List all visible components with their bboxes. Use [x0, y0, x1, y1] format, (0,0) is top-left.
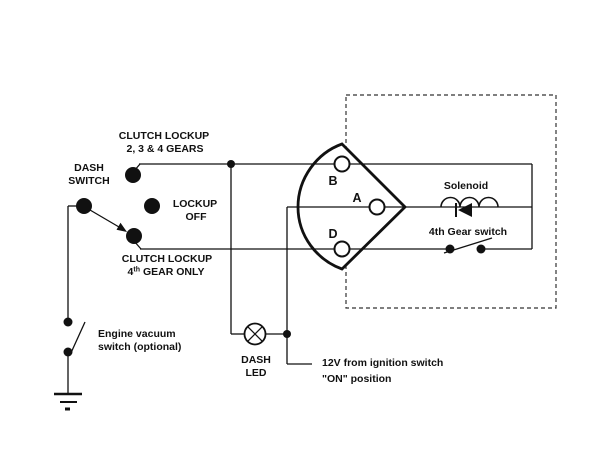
vacuum-switch-lever: [69, 321, 86, 356]
label-engine-vacuum-line2: switch (optional): [98, 341, 181, 353]
selector-arrow-shaft: [89, 209, 120, 228]
label-solenoid: Solenoid: [444, 180, 488, 192]
junction-led-12v: [283, 330, 291, 338]
label-dash-led-line1: DASH: [241, 354, 271, 366]
label-pin-d: D: [328, 227, 337, 241]
selector-arrow-head: [116, 222, 127, 232]
transmission-boundary-dashed-box: [345, 94, 557, 309]
label-clutch-lockup-4th-line1: CLUTCH LOCKUP: [122, 253, 212, 265]
connector-pin-a: [368, 198, 386, 216]
dash-switch-contact-off: [144, 198, 160, 214]
fourth-gear-switch-contact-left: [445, 244, 455, 254]
label-engine-vacuum-line1: Engine vacuum: [98, 328, 176, 340]
fourth-gear-switch-contact-right: [476, 244, 486, 254]
label-fourth-gear-switch: 4th Gear switch: [429, 226, 507, 238]
label-lockup-off-line1: LOCKUP: [173, 198, 217, 210]
label-dash-switch-line1: DASH: [74, 162, 104, 174]
dash-switch-pole: [76, 198, 92, 214]
dash-switch-contact-234: [125, 167, 141, 183]
solenoid-coil: [440, 196, 499, 208]
junction-b-led: [227, 160, 235, 168]
label-clutch-lockup-234-line2: 2, 3 & 4 GEARS: [126, 143, 203, 155]
label-ignition-line2: "ON" position: [322, 373, 391, 385]
label-dash-switch-line2: SWITCH: [68, 175, 109, 187]
vacuum-switch-contact-bottom: [63, 347, 73, 357]
label-lockup-off-line2: OFF: [186, 211, 208, 223]
label-dash-led-line2: LED: [246, 367, 267, 379]
connector-pin-b: [333, 155, 351, 173]
label-ignition-line1: 12V from ignition switch: [322, 357, 443, 369]
label-pin-a: A: [352, 191, 361, 205]
label-clutch-lockup-234-line1: CLUTCH LOCKUP: [119, 130, 209, 142]
dash-switch-contact-4th: [126, 228, 142, 244]
label-pin-b: B: [328, 174, 337, 188]
diode-triangle: [458, 203, 472, 217]
lamp-x-2: [247, 326, 263, 342]
vacuum-switch-contact-top: [63, 317, 73, 327]
connector-pin-d: [333, 240, 351, 258]
